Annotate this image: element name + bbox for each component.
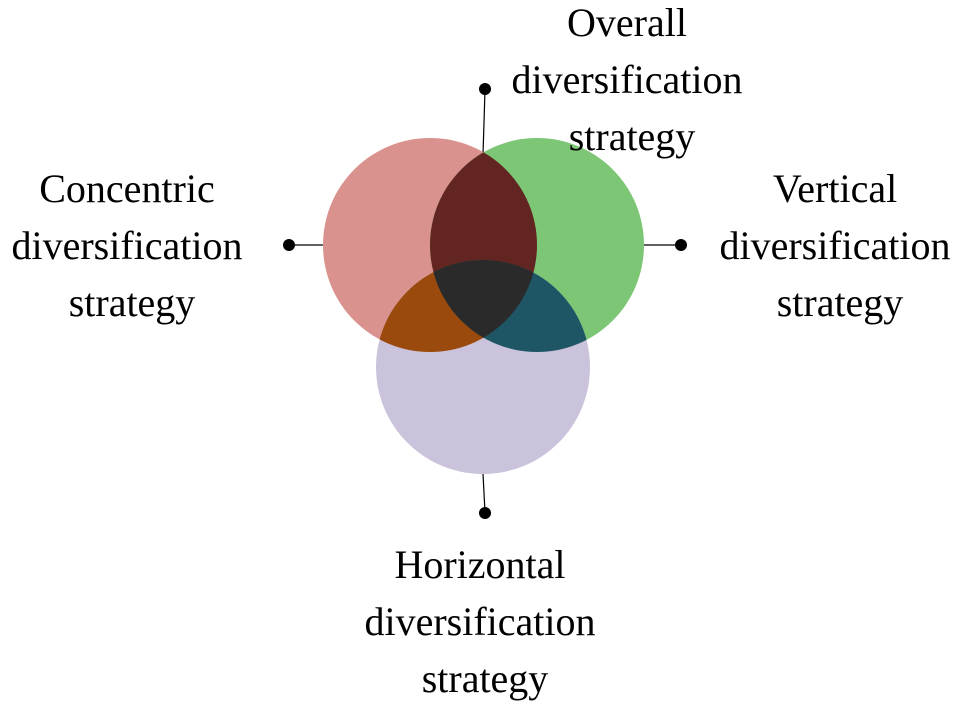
label-overall: Overall diversification strategy (511, 0, 752, 159)
label-overall-line-1: Overall (567, 0, 687, 45)
label-concentric-line-2: diversification (11, 223, 242, 268)
label-concentric: Concentric diversification strategy (11, 166, 252, 325)
label-concentric-line-3: strategy (69, 280, 196, 325)
label-horizontal: Horizontal diversification strategy (364, 542, 605, 701)
label-vertical-line-2: diversification (719, 223, 950, 268)
label-overall-line-2: diversification (511, 57, 742, 102)
label-vertical-line-3: strategy (777, 280, 904, 325)
label-vertical-line-1: Vertical (773, 166, 897, 211)
label-concentric-line-1: Concentric (39, 166, 215, 211)
connector-overall (482, 89, 486, 156)
connectors (283, 83, 687, 519)
label-vertical: Vertical diversification strategy (719, 166, 960, 325)
connector-horizontal (482, 473, 486, 513)
connector-dot-vertical (675, 239, 687, 251)
label-overall-line-3: strategy (569, 114, 696, 159)
venn-circles (323, 138, 644, 474)
label-horizontal-line-1: Horizontal (394, 542, 565, 587)
connector-dot-concentric (283, 239, 295, 251)
label-horizontal-line-3: strategy (422, 656, 549, 701)
label-horizontal-line-2: diversification (364, 599, 595, 644)
connector-dot-horizontal (479, 507, 491, 519)
connector-dot-overall (479, 83, 491, 95)
overlap-vertical-horizontal (430, 260, 590, 352)
